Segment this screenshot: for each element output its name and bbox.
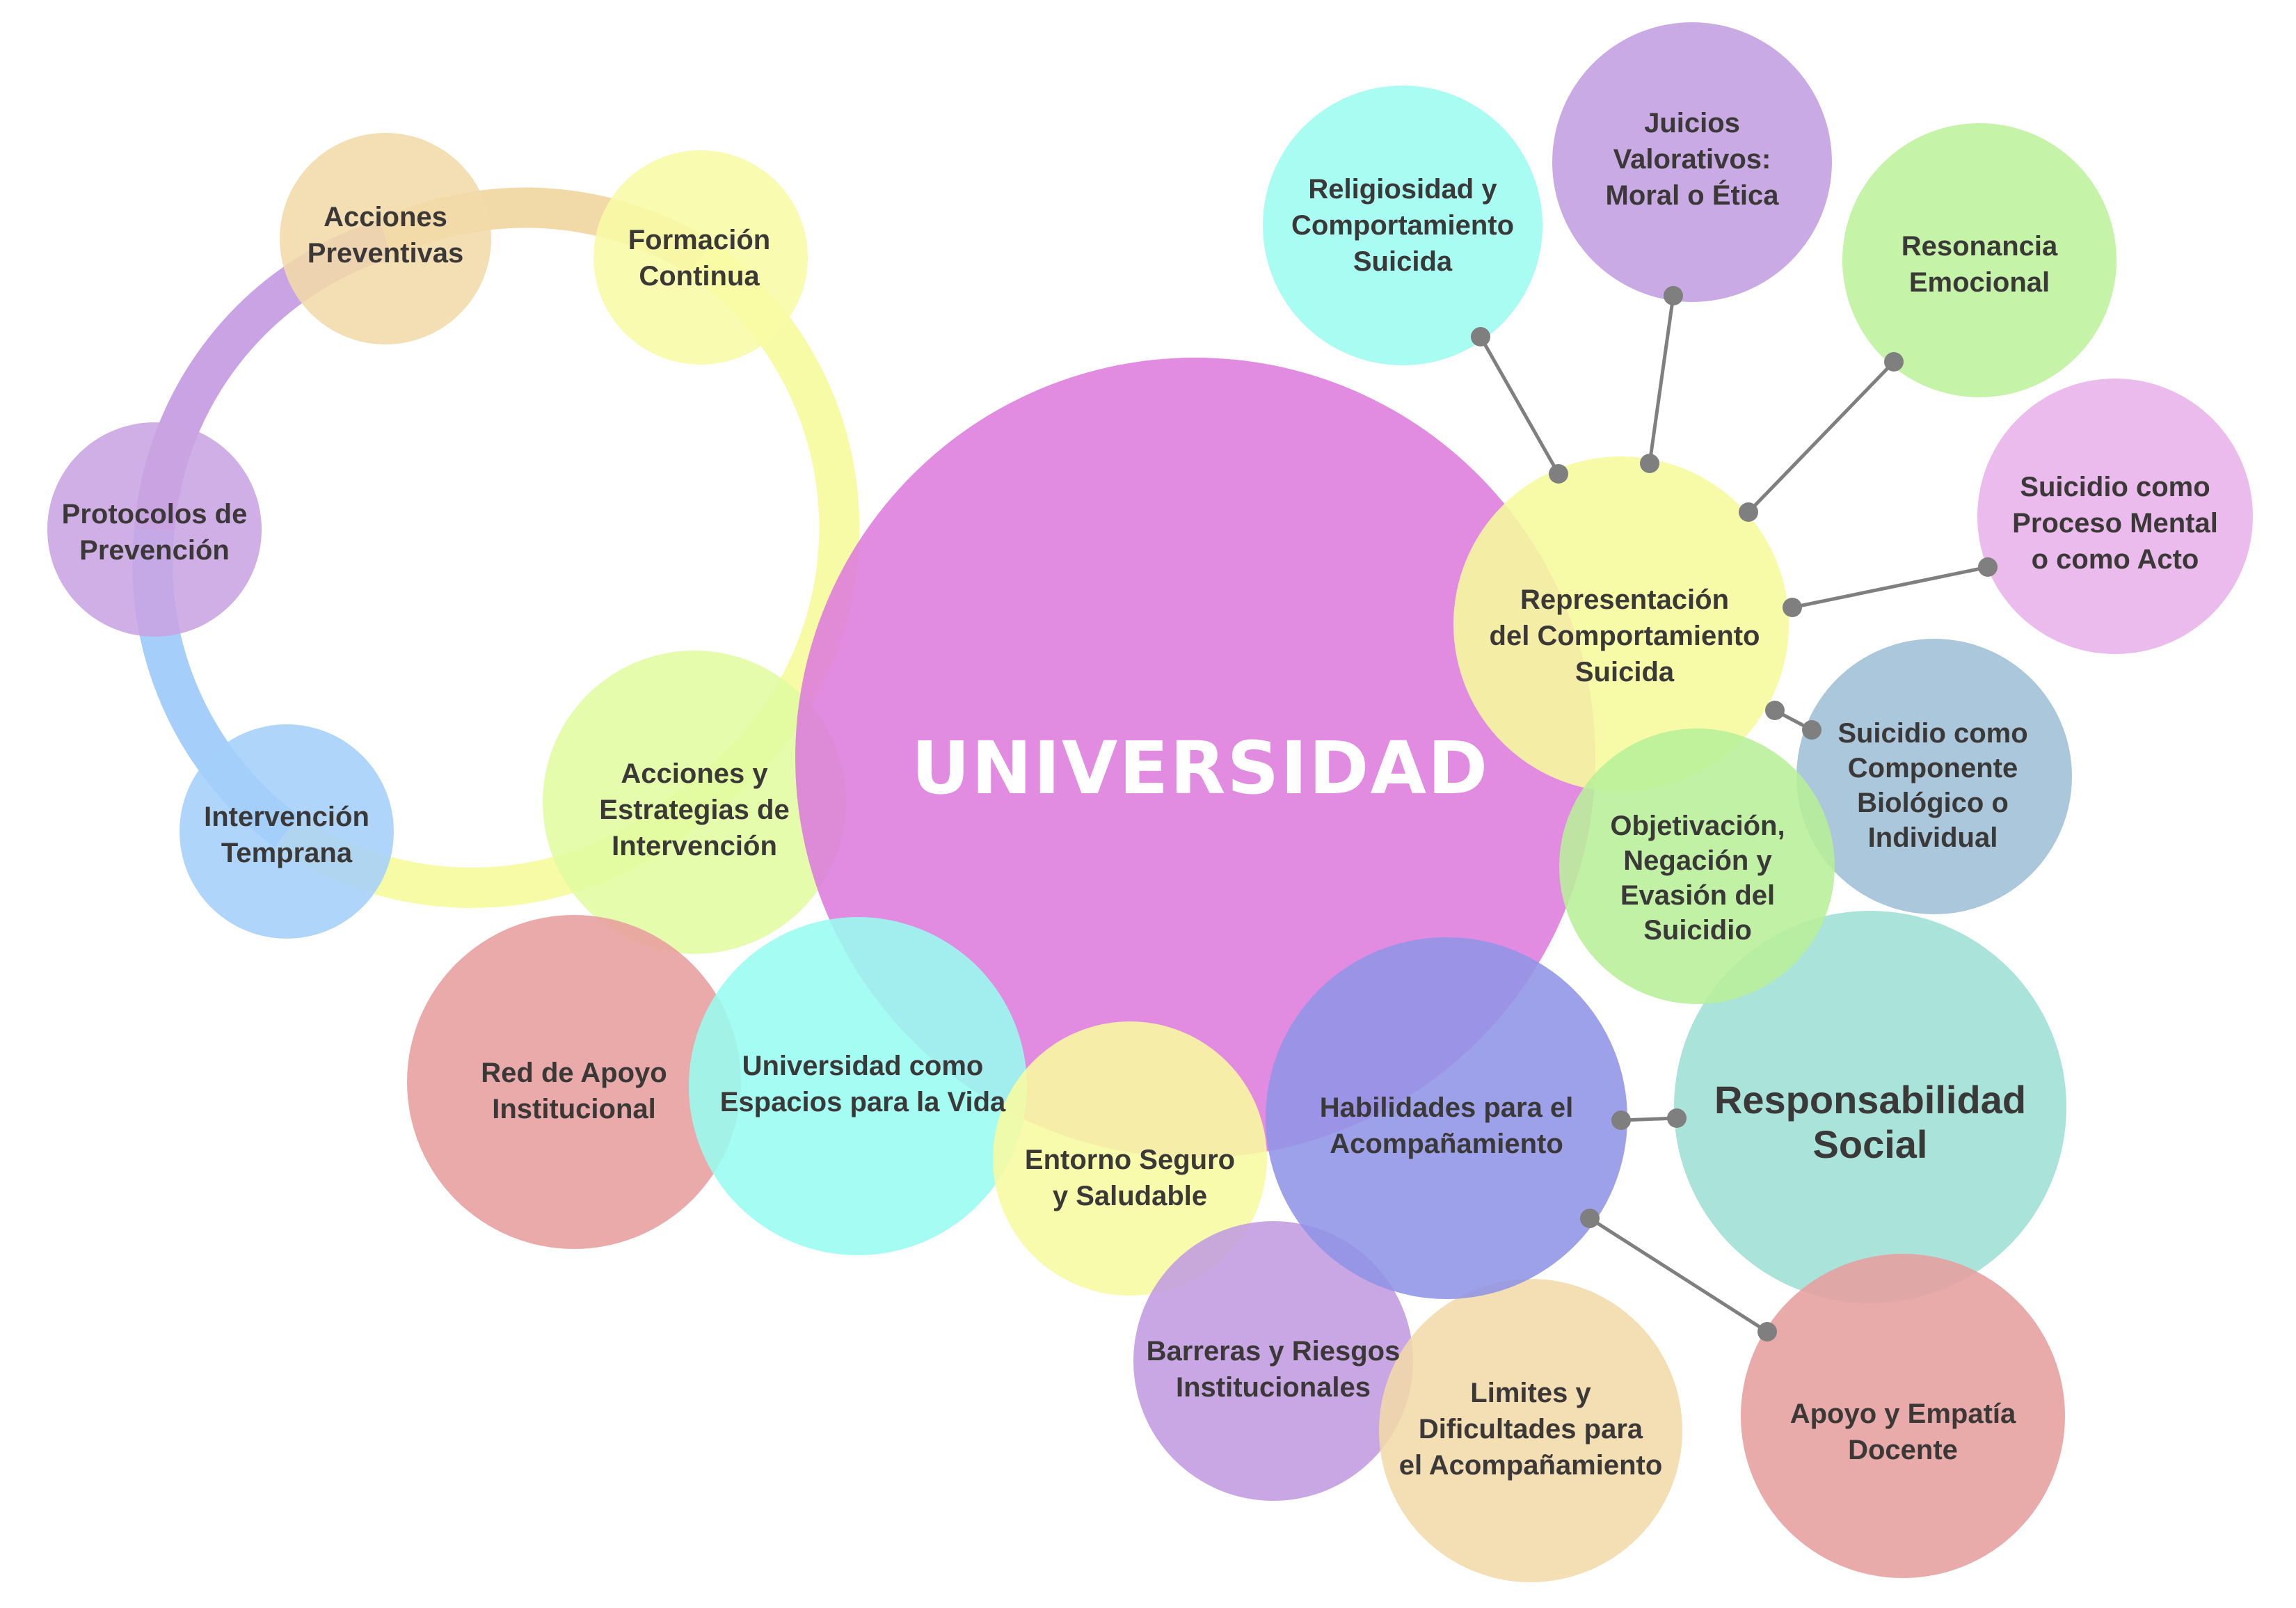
node-apoyo-empatia	[1741, 1254, 2065, 1578]
node-formacion-continua	[593, 150, 808, 365]
node-acciones-estrategias	[543, 651, 846, 954]
connector-dot	[1739, 502, 1758, 522]
node-juicios	[1552, 22, 1832, 302]
connector-dot	[1757, 1322, 1777, 1342]
node-religiosidad	[1263, 86, 1542, 365]
connector-dot	[1580, 1209, 1600, 1228]
connector-apoyo	[1588, 1216, 1769, 1334]
connector-dot	[1978, 557, 1998, 577]
node-universidad-espacios	[689, 917, 1027, 1255]
connector-dot	[1611, 1111, 1631, 1130]
node-limites	[1379, 1279, 1682, 1582]
node-proceso-mental	[1977, 379, 2253, 654]
connector-dot	[1549, 464, 1568, 484]
node-habilidades	[1266, 937, 1627, 1299]
node-protocolos	[47, 422, 262, 637]
connector-dot	[1884, 352, 1904, 372]
node-entorno	[993, 1021, 1267, 1296]
node-responsabilidad	[1674, 911, 2066, 1303]
connector-dot	[1664, 286, 1683, 305]
node-intervencion-temprana	[180, 724, 394, 939]
node-acciones-preventivas	[280, 133, 491, 344]
connector-resonancia	[1747, 360, 1895, 514]
connector-religiosidad	[1478, 335, 1561, 475]
node-barreras	[1133, 1221, 1413, 1501]
center-label: UNIVERSIDAD	[911, 726, 1490, 811]
connector-dot	[1765, 701, 1785, 720]
connectors	[1471, 286, 1998, 1342]
node-representacion	[1453, 456, 1789, 792]
connector-dot	[1471, 327, 1490, 347]
connector-juicios	[1648, 295, 1675, 464]
node-resonancia	[1842, 123, 2116, 397]
connector-dot	[1802, 720, 1821, 740]
node-objetivacion	[1559, 729, 1835, 1004]
connector-proceso-mental	[1792, 565, 1988, 610]
connector-dot	[1667, 1108, 1687, 1128]
connector-dot	[1640, 454, 1659, 473]
connector-dot	[1783, 598, 1802, 617]
node-red-apoyo	[407, 915, 741, 1249]
node-componente-biologico	[1796, 639, 2072, 914]
